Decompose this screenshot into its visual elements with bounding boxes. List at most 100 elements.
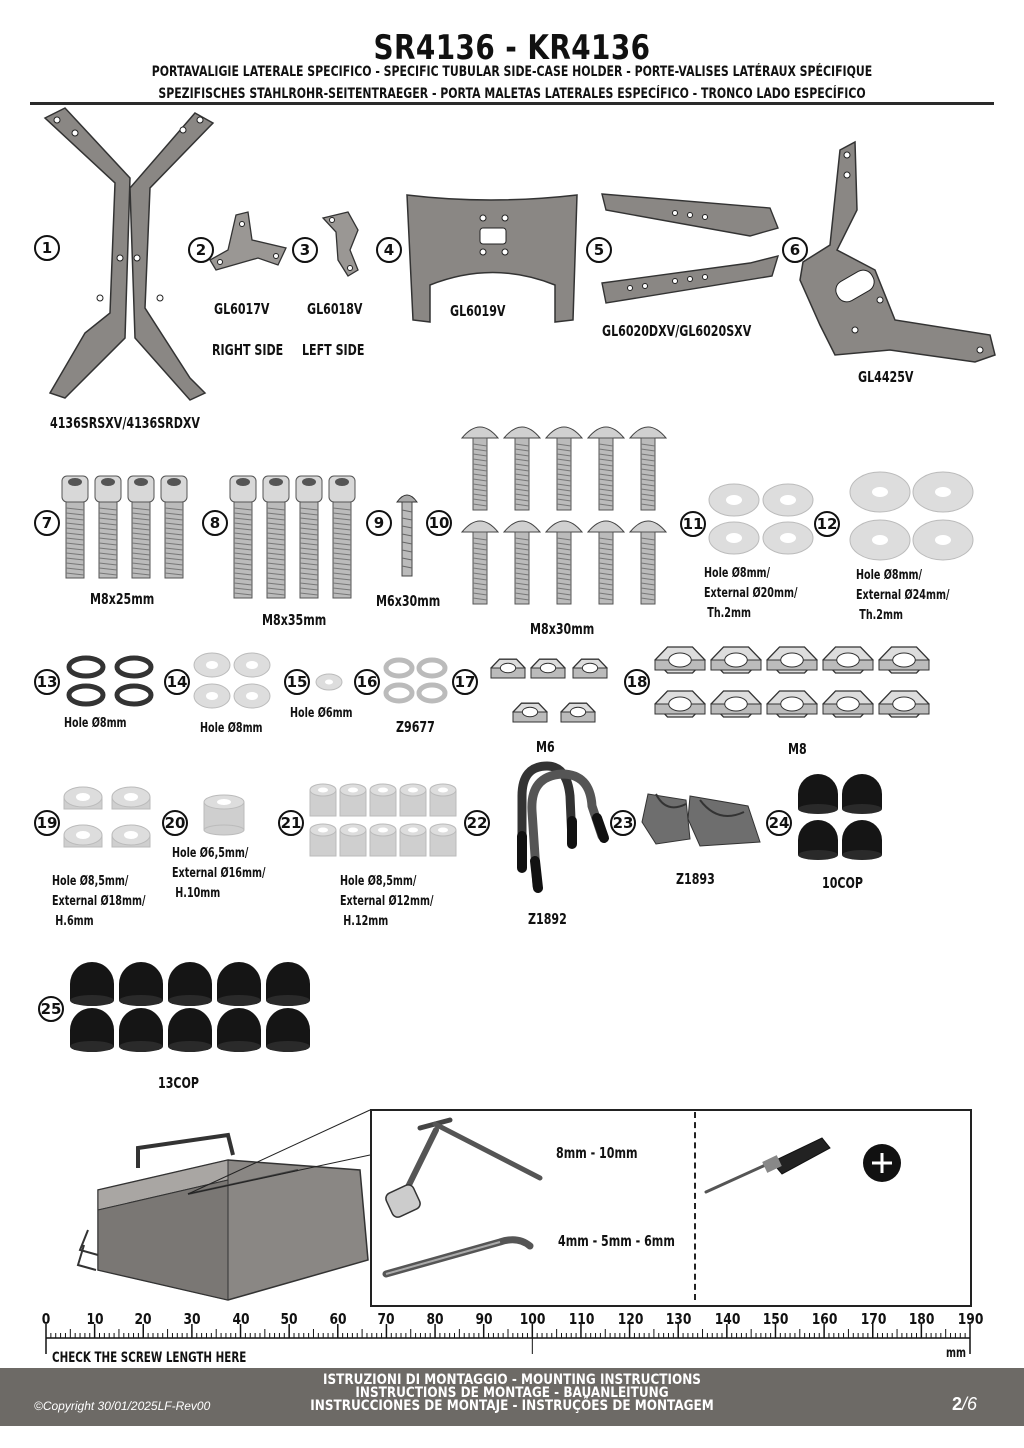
ruler-label: 160 xyxy=(811,1310,838,1328)
part-2-bracket-illustration xyxy=(209,211,287,271)
part-number-9: 9 xyxy=(366,510,392,536)
part-17-code: M6 xyxy=(536,738,555,756)
part-number-17: 17 xyxy=(452,669,478,695)
part-6-bracket-illustration xyxy=(799,140,996,363)
part-16-washers-illustration xyxy=(383,657,448,704)
part-number-6: 6 xyxy=(782,237,808,263)
part-number-10: 10 xyxy=(426,510,452,536)
part-15-code: Hole Ø6mm xyxy=(290,706,353,721)
part-9-code: M6x30mm xyxy=(376,592,441,610)
part-2-code: GL6017V xyxy=(214,300,270,318)
ruler-label: 180 xyxy=(909,1310,935,1328)
part-number-16: 16 xyxy=(354,669,380,695)
part-23-code: Z1893 xyxy=(676,870,715,888)
part-number-8: 8 xyxy=(202,510,228,536)
socket-wrench-icon xyxy=(385,1117,543,1218)
part-14-washers-illustration xyxy=(193,652,271,709)
part-number-18: 18 xyxy=(624,669,650,695)
part-number-20: 20 xyxy=(162,810,188,836)
ruler-label: 0 xyxy=(41,1310,51,1328)
part-19-spec: Hole Ø8,5mm/External Ø18mm/H.6mm xyxy=(52,874,146,929)
part-number-13: 13 xyxy=(34,669,60,695)
part-24-code: 10COP xyxy=(822,874,864,892)
part-12-spec: Hole Ø8mm/External Ø24mm/Th.2mm xyxy=(856,568,950,623)
part-21-spec: Hole Ø8,5mm/External Ø12mm/H.12mm xyxy=(340,874,434,929)
part-12-washers-illustration xyxy=(849,471,974,561)
part-number-1: 1 xyxy=(34,235,60,261)
part-18-code: M8 xyxy=(788,740,807,758)
part-4-plate-illustration xyxy=(406,194,578,323)
ruler-caption: CHECK THE SCREW LENGTH HERE xyxy=(52,1350,247,1366)
part-number-4: 4 xyxy=(376,237,402,263)
phillips-plus-icon xyxy=(863,1144,901,1182)
footer-line-2: INSTRUCTIONS DE MONTAGE - BAUANLEITUNG xyxy=(355,1385,669,1401)
part-17-nuts-illustration xyxy=(490,658,608,723)
footer-band: ISTRUZIONI DI MONTAGGIO - MOUNTING INSTR… xyxy=(0,1368,1024,1426)
ruler-label: 60 xyxy=(329,1310,347,1328)
part-number-12: 12 xyxy=(814,511,840,537)
part-23-rubber-pads-illustration xyxy=(641,793,761,847)
part-number-19: 19 xyxy=(34,810,60,836)
part-19-spacers-illustration xyxy=(63,786,151,848)
ruler-label: 190 xyxy=(957,1310,984,1328)
screwdriver-icon xyxy=(704,1137,831,1194)
part-5-bars-illustration xyxy=(601,193,780,304)
part-14-code: Hole Ø8mm xyxy=(200,721,263,736)
part-25-caps-illustration xyxy=(70,962,310,1052)
ruler xyxy=(45,1324,971,1354)
allen-key-sizes: 4mm - 5mm - 6mm xyxy=(558,1232,675,1250)
page-number: 2/6 xyxy=(952,1394,978,1414)
part-10-bolts-illustration xyxy=(460,426,668,605)
socket-wrench-sizes: 8mm - 10mm xyxy=(556,1144,638,1162)
part-11-washers-illustration xyxy=(708,483,814,555)
ruler-label: 140 xyxy=(714,1310,741,1328)
part-18-nuts-illustration xyxy=(654,646,930,718)
ruler-label: 90 xyxy=(475,1310,493,1328)
part-3-note: LEFT SIDE xyxy=(302,341,365,359)
ruler-label: 10 xyxy=(86,1310,104,1328)
part-number-22: 22 xyxy=(464,810,490,836)
ruler-label: 30 xyxy=(183,1310,201,1328)
ruler-unit: mm xyxy=(946,1346,966,1361)
copyright: ©Copyright 30/01/2025LF-Rev00 xyxy=(34,1399,211,1413)
part-number-5: 5 xyxy=(586,237,612,263)
toolbox-illustration xyxy=(76,1109,371,1301)
part-number-14: 14 xyxy=(164,669,190,695)
part-6-code: GL4425V xyxy=(858,368,914,386)
part-1-code: 4136SRSXV/4136SRDXV xyxy=(50,414,200,432)
document-title: SR4136 - KR4136 xyxy=(373,28,651,68)
part-number-15: 15 xyxy=(284,669,310,695)
part-13-code: Hole Ø8mm xyxy=(64,716,127,731)
part-11-spec: Hole Ø8mm/External Ø20mm/Th.2mm xyxy=(704,566,798,621)
part-number-24: 24 xyxy=(766,810,792,836)
allen-key-icon xyxy=(382,1236,534,1278)
part-8-bolts-illustration xyxy=(229,475,356,599)
part-number-23: 23 xyxy=(610,810,636,836)
part-20-spacer-illustration xyxy=(203,794,245,836)
part-number-7: 7 xyxy=(34,510,60,536)
tools-divider xyxy=(694,1112,696,1300)
subtitle-line-1: PORTAVALIGIE LATERALE SPECIFICO - SPECIF… xyxy=(151,64,873,80)
ruler-label: 110 xyxy=(568,1310,595,1328)
part-1-frame-illustration xyxy=(43,107,215,401)
part-number-21: 21 xyxy=(278,810,304,836)
part-5-code: GL6020DXV/GL6020SXV xyxy=(602,322,752,340)
part-13-spring-washers-illustration xyxy=(66,655,154,707)
ruler-label: 130 xyxy=(665,1310,692,1328)
part-number-25: 25 xyxy=(38,996,64,1022)
ruler-label: 80 xyxy=(426,1310,444,1328)
part-24-caps-illustration xyxy=(798,774,882,860)
ruler-label: 120 xyxy=(617,1310,643,1328)
part-22-code: Z1892 xyxy=(528,910,567,928)
ruler-label: 100 xyxy=(520,1310,546,1328)
part-number-11: 11 xyxy=(680,511,706,537)
part-22-u-bolts-illustration xyxy=(517,761,609,893)
ruler-label: 40 xyxy=(231,1310,250,1328)
footer-line-3: INSTRUCCIONES DE MONTAJE - INSTRUÇÕES DE… xyxy=(310,1398,714,1414)
part-21-spacers-illustration xyxy=(309,783,457,857)
ruler-label: 70 xyxy=(377,1310,395,1328)
part-7-code: M8x25mm xyxy=(90,590,155,608)
part-number-3: 3 xyxy=(292,237,318,263)
footer-line-1: ISTRUZIONI DI MONTAGGIO - MOUNTING INSTR… xyxy=(323,1372,701,1388)
header-rule xyxy=(30,102,994,105)
